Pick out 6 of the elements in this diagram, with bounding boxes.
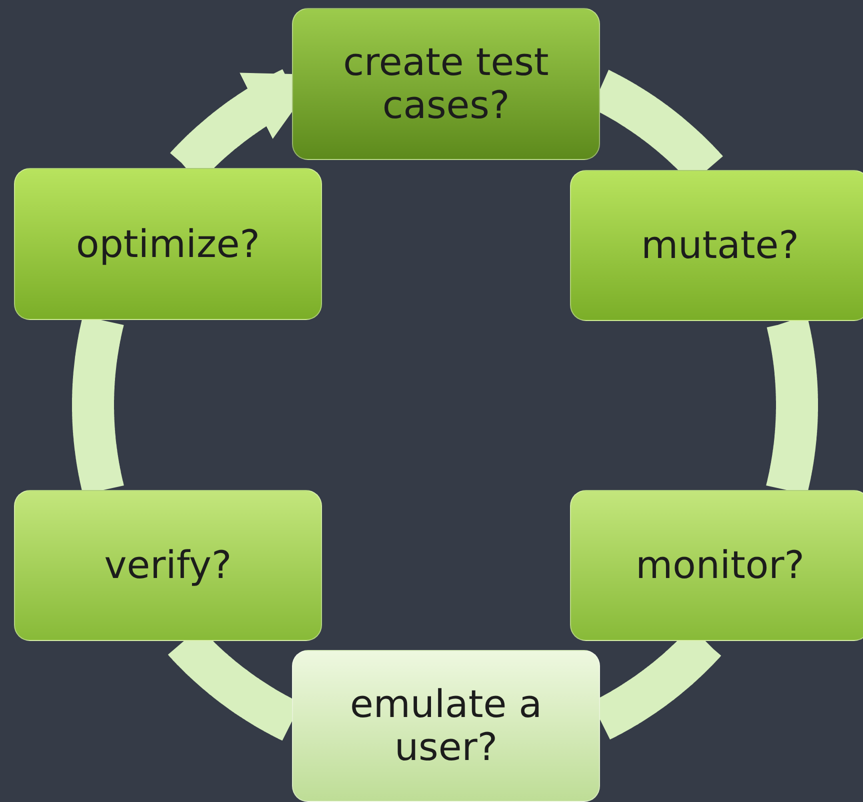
process-box: monitor? <box>570 490 863 641</box>
process-box: verify? <box>14 490 322 641</box>
process-box: create test cases? <box>292 8 600 160</box>
process-box: emulate a user? <box>292 650 600 802</box>
process-box: optimize? <box>14 168 322 320</box>
process-box: mutate? <box>570 170 863 321</box>
